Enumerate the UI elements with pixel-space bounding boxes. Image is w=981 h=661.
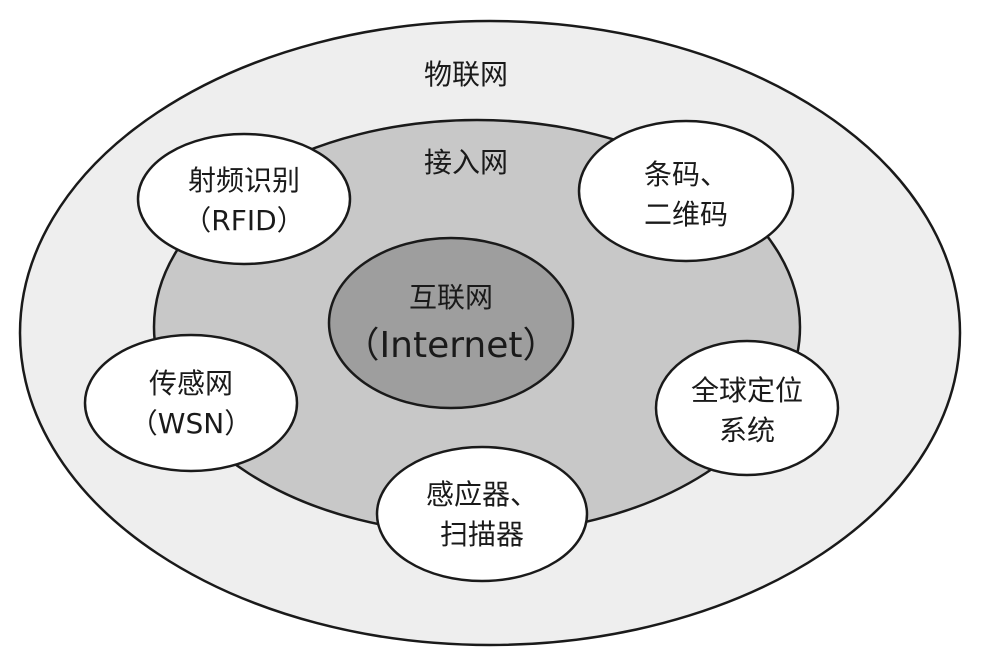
node-barcode: 条码、 二维码 (577, 119, 795, 263)
node-rfid-line2: （RFID） (183, 204, 304, 237)
node-wsn-line1: 传感网 (149, 367, 233, 400)
node-barcode-line2: 二维码 (644, 198, 728, 231)
node-rfid: 射频识别 （RFID） (136, 132, 352, 266)
node-gps: 全球定位 系统 (654, 339, 840, 477)
node-sensor-ellipse (375, 445, 589, 583)
middle-layer-label: 接入网 (424, 146, 508, 179)
node-rfid-ellipse (136, 132, 352, 266)
node-rfid-line1: 射频识别 (188, 164, 300, 197)
node-sensor-line2: 扫描器 (440, 518, 524, 551)
node-gps-line1: 全球定位 (691, 374, 803, 407)
node-wsn-ellipse (83, 333, 299, 473)
node-gps-line2: 系统 (719, 414, 775, 447)
core-layer-label-line2: （Internet） (344, 325, 559, 366)
outer-layer-label: 物联网 (424, 58, 508, 91)
node-sensor-line1: 感应器、 (426, 478, 538, 511)
node-gps-ellipse (654, 339, 840, 477)
node-wsn: 传感网 （WSN） (83, 333, 299, 473)
node-barcode-ellipse (577, 119, 795, 263)
core-layer-ellipse (327, 236, 575, 410)
node-wsn-line2: （WSN） (130, 407, 252, 440)
node-barcode-line1: 条码、 (644, 158, 728, 191)
node-sensor: 感应器、 扫描器 (375, 445, 589, 583)
core-layer-label-line1: 互联网 (409, 281, 493, 314)
